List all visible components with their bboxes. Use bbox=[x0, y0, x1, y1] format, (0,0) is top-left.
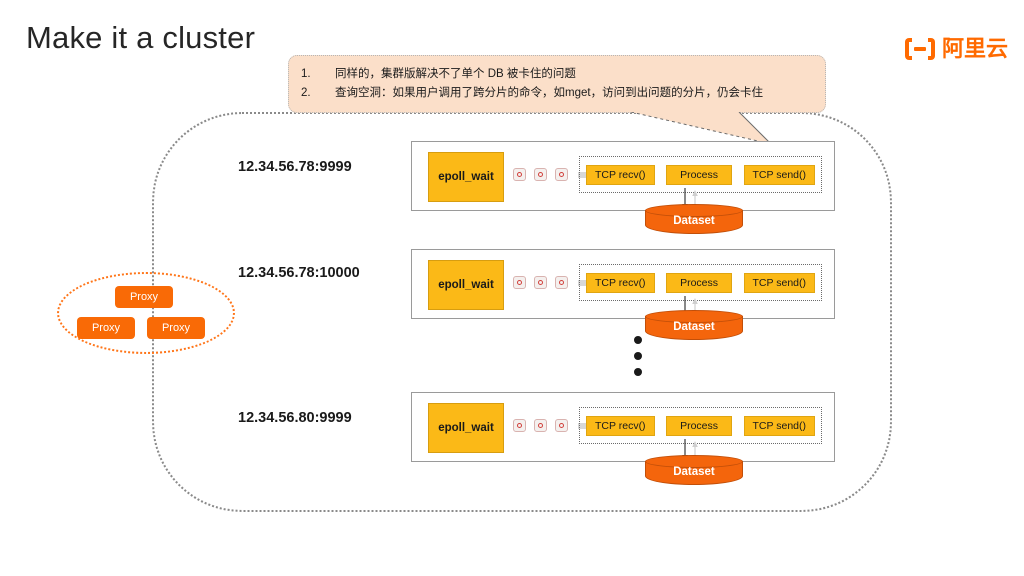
dataset-label: Dataset bbox=[673, 466, 715, 478]
dataset-cylinder: Dataset bbox=[645, 310, 743, 343]
stage-tcp-send: TCP send() bbox=[743, 272, 815, 293]
proxy-cluster: Proxy Proxy Proxy bbox=[57, 272, 235, 354]
dataset-cylinder: Dataset bbox=[645, 204, 743, 237]
stage-tcp-send: TCP send() bbox=[743, 164, 815, 185]
node-box: epoll_wait TCP recv() Process TCP send() bbox=[411, 392, 835, 462]
event-fd-icon bbox=[555, 168, 568, 181]
proxy-node[interactable]: Proxy bbox=[115, 286, 173, 308]
callout-item: 1. 同样的，集群版解决不了单个 DB 被卡住的问题 bbox=[301, 65, 815, 84]
epoll-wait-box: epoll_wait bbox=[428, 152, 504, 202]
callout-item-text: 同样的，集群版解决不了单个 DB 被卡住的问题 bbox=[335, 68, 576, 80]
callout-tail-pointer bbox=[631, 112, 771, 144]
callout-item-text: 查询空洞：如果用户调用了跨分片的命令，如mget，访问到出问题的分片，仍会卡住 bbox=[335, 87, 764, 99]
event-fd-icon bbox=[513, 419, 526, 432]
callout-item-number: 2. bbox=[301, 87, 311, 99]
stage-tcp-recv: TCP recv() bbox=[586, 415, 655, 436]
event-fd-icon bbox=[513, 276, 526, 289]
callout-item-number: 1. bbox=[301, 68, 311, 80]
stage-process: Process bbox=[666, 164, 733, 185]
node-ip-label: 12.34.56.78:9999 bbox=[238, 159, 352, 175]
node-box: epoll_wait TCP recv() Process TCP send() bbox=[411, 141, 835, 211]
proxy-node[interactable]: Proxy bbox=[147, 317, 205, 339]
event-fd-icon bbox=[534, 276, 547, 289]
processing-pipeline: TCP recv() Process TCP send() bbox=[579, 264, 822, 301]
dataset-label: Dataset bbox=[673, 321, 715, 333]
epoll-wait-box: epoll_wait bbox=[428, 403, 504, 453]
dataset-label: Dataset bbox=[673, 215, 715, 227]
alibaba-cloud-bracket-icon bbox=[904, 38, 935, 60]
stage-tcp-recv: TCP recv() bbox=[586, 272, 655, 293]
event-icon-group bbox=[513, 276, 600, 289]
stage-tcp-recv: TCP recv() bbox=[586, 164, 655, 185]
processing-pipeline: TCP recv() Process TCP send() bbox=[579, 156, 822, 193]
stage-process: Process bbox=[666, 415, 733, 436]
event-icon-group bbox=[513, 168, 600, 181]
node-box: epoll_wait TCP recv() Process TCP send() bbox=[411, 249, 835, 319]
stage-process: Process bbox=[666, 272, 733, 293]
page-title: Make it a cluster bbox=[26, 20, 256, 55]
dataset-cylinder: Dataset bbox=[645, 455, 743, 488]
dashed-ellipse-icon bbox=[57, 272, 235, 354]
event-fd-icon bbox=[555, 276, 568, 289]
node-ip-label: 12.34.56.80:9999 bbox=[238, 410, 352, 426]
callout-note: 1. 同样的，集群版解决不了单个 DB 被卡住的问题 2. 查询空洞：如果用户调… bbox=[288, 55, 826, 113]
event-fd-icon bbox=[555, 419, 568, 432]
callout-item: 2. 查询空洞：如果用户调用了跨分片的命令，如mget，访问到出问题的分片，仍会… bbox=[301, 84, 815, 103]
event-fd-icon bbox=[534, 419, 547, 432]
event-fd-icon bbox=[513, 168, 526, 181]
node-ip-label: 12.34.56.78:10000 bbox=[238, 265, 360, 281]
vertical-ellipsis-icon bbox=[634, 336, 642, 376]
epoll-wait-box: epoll_wait bbox=[428, 260, 504, 310]
processing-pipeline: TCP recv() Process TCP send() bbox=[579, 407, 822, 444]
event-fd-icon bbox=[534, 168, 547, 181]
stage-tcp-send: TCP send() bbox=[743, 415, 815, 436]
brand-logo: 阿里云 bbox=[904, 36, 1008, 61]
proxy-node[interactable]: Proxy bbox=[77, 317, 135, 339]
brand-name: 阿里云 bbox=[941, 36, 1008, 61]
